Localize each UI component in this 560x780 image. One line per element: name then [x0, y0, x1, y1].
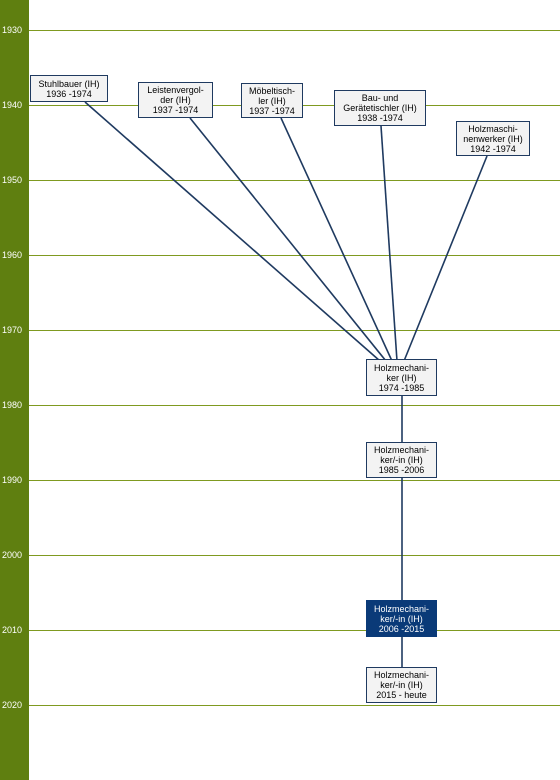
year-gridline	[29, 405, 560, 406]
occupation-node-holzmechaniker-1985[interactable]: Holzmechani-ker/-in (IH)1985 -2006	[366, 442, 437, 478]
year-gridline	[29, 630, 560, 631]
occupation-node-text: Möbeltisch-	[248, 85, 295, 96]
connector-line	[380, 125, 398, 362]
year-gridline	[29, 705, 560, 706]
connector-line	[84, 101, 381, 362]
occupation-node-text: Holzmaschi-	[468, 123, 518, 134]
occupation-node-text: ker (IH)	[386, 372, 417, 383]
occupation-node-text: der (IH)	[160, 95, 191, 105]
occupation-node-leistenvergolder[interactable]: Leistenvergol-der (IH)1937 -1974	[138, 82, 213, 118]
year-gridline	[29, 255, 560, 256]
occupation-node-text: nenwerker (IH)	[463, 133, 523, 144]
year-label: 1930	[2, 25, 23, 35]
occupation-node-text: Leistenvergol-	[147, 85, 204, 95]
occupation-node-text: 1937 -1974	[249, 105, 295, 116]
year-axis-bar	[0, 0, 29, 780]
occupation-node-holzmechaniker-1974[interactable]: Holzmechani-ker (IH)1974 -1985	[366, 359, 437, 396]
occupation-node-text: Holzmechani-	[373, 362, 430, 373]
year-gridline	[29, 330, 560, 331]
year-label: 1950	[2, 175, 23, 185]
occupation-node-text: 1936 -1974	[46, 88, 92, 99]
year-label: 1940	[2, 100, 23, 110]
occupation-node-text: Holzmechani-	[373, 603, 430, 614]
year-label: 2000	[2, 550, 23, 560]
occupation-node-text: ler (IH)	[258, 95, 286, 106]
occupation-node-holzmechaniker-2006[interactable]: Holzmechani-ker/-in (IH)2006 -2015	[366, 600, 437, 637]
occupation-node-text: 1942 -1974	[470, 143, 516, 154]
occupation-node-text: ker/-in (IH)	[380, 455, 423, 465]
occupation-node-text: 2015 - heute	[376, 690, 427, 700]
occupation-node-text: 1985 -2006	[378, 465, 425, 475]
connector-line	[280, 117, 393, 362]
occupation-node-text: Holzmechani-	[373, 670, 430, 680]
occupation-node-moebeltischler[interactable]: Möbeltisch-ler (IH)1937 -1974	[241, 83, 303, 118]
connector-line	[189, 117, 387, 362]
year-gridline	[29, 180, 560, 181]
year-label: 1990	[2, 475, 23, 485]
connector-line	[403, 155, 488, 362]
year-label: 1980	[2, 400, 23, 410]
occupation-node-holzmechaniker-2015[interactable]: Holzmechani-ker/-in (IH)2015 - heute	[366, 667, 437, 703]
occupation-node-text: Bau- und	[361, 93, 399, 103]
year-label: 1960	[2, 250, 23, 260]
occupation-node-text: Gerätetischler (IH)	[343, 103, 417, 113]
occupation-node-holzmaschinenwerker[interactable]: Holzmaschi-nenwerker (IH)1942 -1974	[456, 121, 530, 156]
year-gridline	[29, 30, 560, 31]
occupation-node-text: ker/-in (IH)	[380, 680, 423, 690]
occupation-node-text: 1974 -1985	[378, 382, 425, 393]
year-label: 1970	[2, 325, 23, 335]
occupation-node-text: ker/-in (IH)	[380, 613, 423, 624]
occupation-node-text: Stuhlbauer (IH)	[38, 78, 100, 89]
year-label: 2020	[2, 700, 23, 710]
occupation-node-text: Holzmechani-	[373, 445, 430, 455]
occupation-node-stuhlbauer[interactable]: Stuhlbauer (IH)1936 -1974	[30, 75, 108, 102]
year-gridline	[29, 480, 560, 481]
occupation-node-text: 2006 -2015	[378, 623, 425, 634]
occupation-node-text: 1937 -1974	[152, 105, 199, 115]
year-label: 2010	[2, 625, 23, 635]
occupation-node-text: 1938 -1974	[357, 113, 403, 123]
year-gridline	[29, 555, 560, 556]
